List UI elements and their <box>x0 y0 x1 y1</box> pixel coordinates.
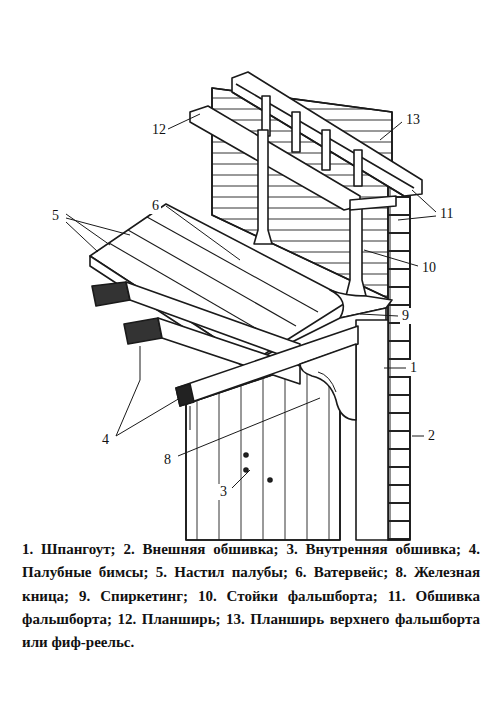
callout-number: 12 <box>150 122 168 138</box>
callout-number: 1 <box>408 360 419 376</box>
callout-number: 2 <box>426 428 437 444</box>
caption: 1. Шпангоут; 2. Внешняя обшивка; 3. Внут… <box>22 538 480 654</box>
callout-number: 9 <box>400 308 411 324</box>
callout-number: 10 <box>420 260 438 276</box>
callout-number: 4 <box>100 432 111 448</box>
callout-number: 6 <box>150 198 161 214</box>
callout-number: 8 <box>162 452 173 468</box>
callout-number: 3 <box>218 484 229 500</box>
callout-number: 5 <box>50 208 61 224</box>
callout-number: 11 <box>438 206 455 222</box>
callout-number: 13 <box>404 112 422 128</box>
